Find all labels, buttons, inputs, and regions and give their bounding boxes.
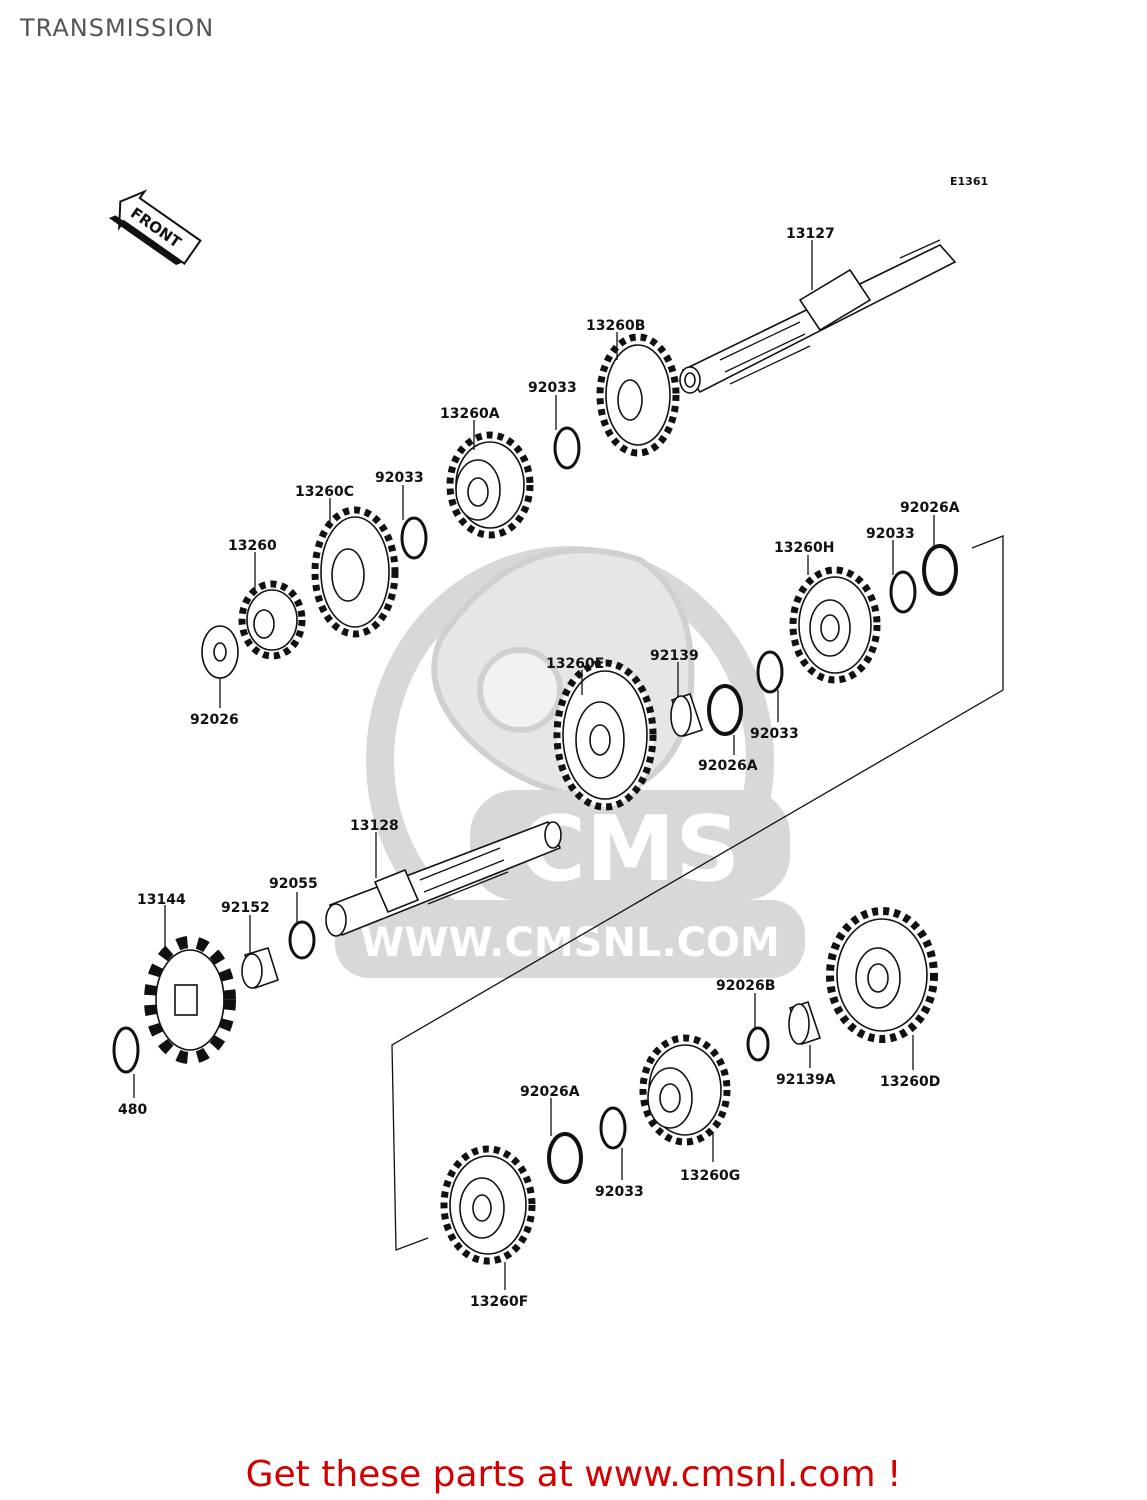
shaft-13128 [325,820,562,937]
gear-13260H [789,566,881,684]
label-92026B: 92026B [716,978,775,994]
circlip-480 [112,1026,140,1074]
leader-lines [133,240,935,1290]
label-92033-low: 92033 [595,1184,644,1200]
label-13127: 13127 [786,226,835,242]
gear-13260A [446,431,534,539]
circlip-92033-lower [756,650,784,694]
sprocket-13144 [144,936,236,1064]
watermark-url-text: WWW.CMSNL.COM [360,920,780,966]
label-13260A: 13260A [440,406,500,422]
washer-92026A-top [922,544,958,596]
shaft-13127 [679,239,957,394]
label-92139A: 92139A [776,1072,836,1088]
label-92033-lower: 92033 [750,726,799,742]
assembly-outline [391,535,1004,1251]
gear-13260E [553,659,657,811]
label-13260G: 13260G [680,1168,740,1184]
label-13260E: 13260E [546,656,604,672]
front-arrow-icon: FRONT [108,189,202,266]
circlip-92033-low [599,1106,627,1150]
gear-13260D [826,907,938,1043]
circlip-92033-right [889,570,917,614]
gear-13260B [596,333,680,457]
washer-92026B [746,1026,770,1062]
snap-ring-92055 [288,920,316,960]
label-92026: 92026 [190,712,239,728]
gear-13260G [639,1034,731,1146]
page-title: TRANSMISSION [20,14,215,42]
label-13260F: 13260F [470,1294,528,1310]
label-92055: 92055 [269,876,318,892]
label-480: 480 [118,1102,147,1118]
bushing-92139A [788,1000,822,1046]
label-92026A-top: 92026A [900,500,960,516]
label-13260D: 13260D [880,1074,940,1090]
label-13128: 13128 [350,818,399,834]
label-92026A-mid: 92026A [698,758,758,774]
gear-13260F [440,1145,536,1265]
label-92026A-low: 92026A [520,1084,580,1100]
label-13260: 13260 [228,538,277,554]
gear-13260 [238,580,306,660]
circlip-92033-top [553,426,581,470]
bushing-92139 [670,692,704,738]
transmission-diagram: CMS WWW.CMSNL.COM FRONT E1361 [108,175,1004,1310]
washer-92026A-mid [707,684,743,736]
gear-13260C [311,506,399,638]
diagram-code: E1361 [950,175,988,188]
label-13260C: 13260C [295,484,354,500]
collar-92152 [241,947,279,990]
label-13260H: 13260H [774,540,834,556]
circlip-92033-mid [400,516,428,560]
watermark: CMS WWW.CMSNL.COM [335,546,805,978]
washer-92026A-low [547,1132,583,1184]
washer-92026 [201,625,239,679]
label-92152: 92152 [221,900,270,916]
label-13144: 13144 [137,892,186,908]
label-92139: 92139 [650,648,699,664]
label-92033-top: 92033 [528,380,577,396]
label-92033-mid: 92033 [375,470,424,486]
label-13260B: 13260B [586,318,645,334]
footer-link-text[interactable]: Get these parts at www.cmsnl.com ! [245,1454,902,1495]
label-92033-right: 92033 [866,526,915,542]
